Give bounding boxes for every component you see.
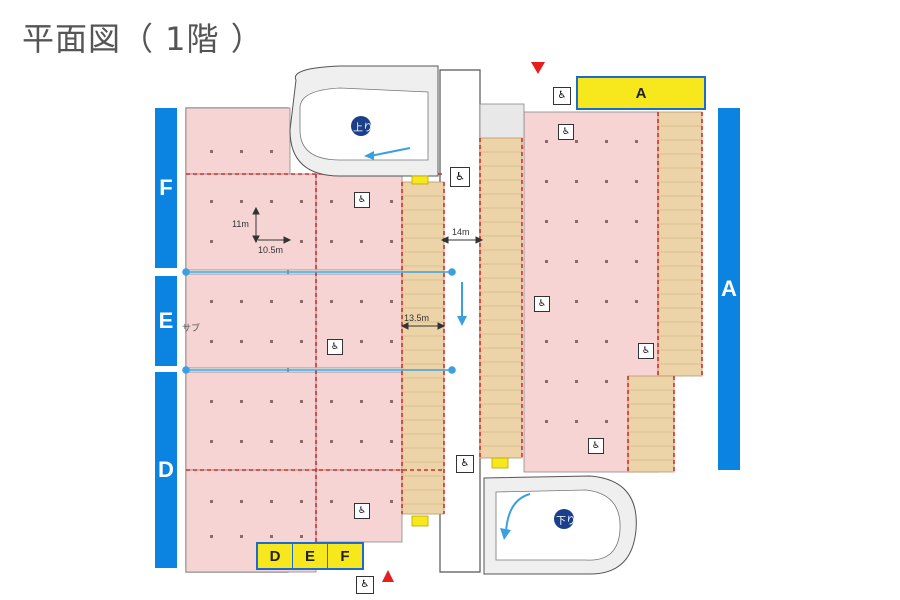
entrance-marker-icon xyxy=(531,62,545,74)
unit-e-label: E xyxy=(304,547,315,565)
unit-a-highlight[interactable]: A xyxy=(576,76,706,110)
left-parking-stalls xyxy=(402,195,444,505)
tenant-bar-f[interactable]: F xyxy=(155,108,177,268)
ramp-up-label: 上り xyxy=(353,123,373,134)
accessible-restroom-icon: ♿ xyxy=(354,192,370,208)
direction-arrow-icon xyxy=(457,316,467,326)
tenant-bar-e[interactable]: E xyxy=(155,276,177,366)
dimension-label-14m: 14m xyxy=(452,227,470,237)
tenant-bar-d-label: D xyxy=(158,457,174,482)
page-title: 平面図（ 1階 ） xyxy=(22,20,264,58)
unit-def-highlight[interactable]: D E F xyxy=(256,542,364,570)
left-parking xyxy=(401,181,445,515)
dimension-label-13-5m: 13.5m xyxy=(404,313,430,323)
accessible-restroom-icon: ♿ xyxy=(638,343,654,359)
unit-e[interactable]: E xyxy=(293,544,328,568)
dimension-label-10-5m: 10.5m xyxy=(258,245,284,255)
restroom-icon: ♿ xyxy=(456,455,474,473)
ramp-down xyxy=(483,475,637,575)
accessible-restroom-icon: ♿ xyxy=(354,503,370,519)
accessible-restroom-icon: ♿ xyxy=(558,124,574,140)
dimension-label-11m: 11m xyxy=(232,219,249,229)
right-parking-stalls xyxy=(480,125,702,461)
left-floor-areas xyxy=(185,107,403,573)
entrance-marker-icon xyxy=(382,570,394,582)
restroom-icon: ♿ xyxy=(450,167,470,187)
sub-annotation: サブ xyxy=(182,323,201,333)
yellow-patches xyxy=(411,175,509,527)
tenant-bar-f-label: F xyxy=(159,175,173,200)
restroom-icon: ♿ xyxy=(356,576,374,594)
unit-f-label: F xyxy=(340,547,350,565)
ramp-down-label: 下り xyxy=(556,516,576,527)
tenant-bar-e-label: E xyxy=(158,308,174,333)
right-parking xyxy=(479,111,703,473)
accessible-restroom-icon: ♿ xyxy=(534,296,550,312)
tenant-bar-a[interactable]: A xyxy=(718,108,740,470)
accessible-restroom-icon: ♿ xyxy=(327,339,343,355)
tenant-bar-a-label: A xyxy=(721,276,737,301)
tenant-dividers xyxy=(186,112,703,542)
tenant-bar-d[interactable]: D xyxy=(155,372,177,568)
column-markers xyxy=(210,140,638,538)
unit-f[interactable]: F xyxy=(328,544,362,568)
unit-d[interactable]: D xyxy=(258,544,293,568)
restroom-icon: ♿ xyxy=(553,87,571,105)
unit-a-label: A xyxy=(635,84,647,102)
zone-lines xyxy=(182,268,456,374)
accessible-restroom-icon: ♿ xyxy=(588,438,604,454)
unit-d-label: D xyxy=(269,547,281,565)
central-road xyxy=(457,282,467,326)
dimension-arrows xyxy=(252,206,484,330)
ramp-up xyxy=(289,65,439,177)
